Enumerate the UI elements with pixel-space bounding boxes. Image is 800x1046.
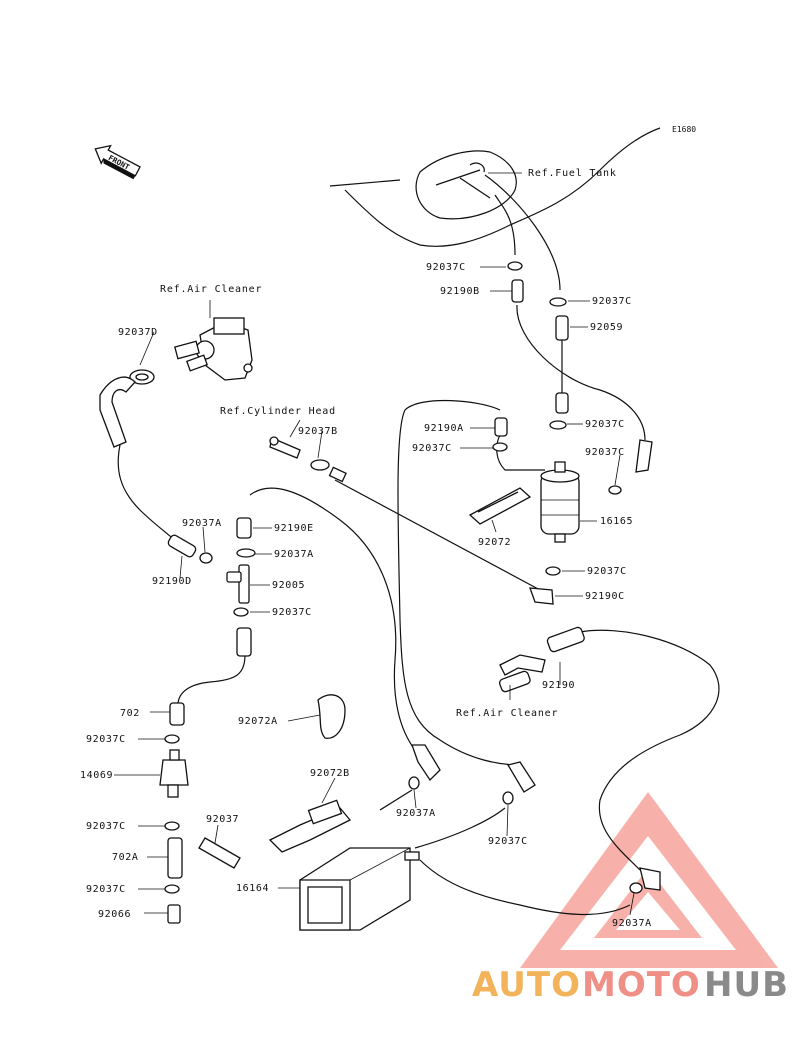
part-label: 92059 bbox=[590, 322, 623, 333]
tube-92190b bbox=[511, 279, 524, 303]
part-label: 702 bbox=[120, 708, 140, 719]
tube-702 bbox=[169, 702, 185, 726]
part-label: 92037C bbox=[585, 419, 625, 430]
tube-92190a bbox=[494, 417, 508, 437]
part-label: 92037C bbox=[412, 443, 452, 454]
watermark-part-auto: AUTO bbox=[472, 965, 581, 1005]
part-label: 92190 bbox=[542, 680, 575, 691]
elbow-92037c-right bbox=[506, 761, 536, 793]
tube-lower-mid bbox=[236, 627, 252, 657]
part-label: 92037B bbox=[298, 426, 338, 437]
clamp-bottom-right bbox=[629, 882, 643, 894]
air-cleaner-lower-fitting bbox=[498, 626, 585, 693]
part-label: 92190E bbox=[274, 523, 314, 534]
clamp-702-bottom bbox=[164, 734, 180, 744]
ref-fuel-tank-label: Ref.Fuel Tank bbox=[528, 168, 617, 179]
hose-92190d bbox=[167, 534, 197, 558]
hose-elbow-right bbox=[635, 439, 653, 473]
clamp-92037c-mid bbox=[233, 607, 249, 617]
part-label: 702A bbox=[112, 852, 138, 863]
part-label: 92190B bbox=[440, 286, 480, 297]
ref-air-cleaner-top-label: Ref.Air Cleaner bbox=[160, 284, 262, 295]
watermark-part-hub: HUB bbox=[704, 965, 789, 1005]
part-label: 92072A bbox=[238, 716, 278, 727]
part-label: 92037C bbox=[86, 734, 126, 745]
t-joint-92005 bbox=[226, 564, 250, 604]
clamp-top-right bbox=[549, 297, 567, 307]
filter-14069 bbox=[159, 749, 189, 798]
canister-16164 bbox=[299, 847, 420, 931]
ref-cylinder-head-label: Ref.Cylinder Head bbox=[220, 406, 336, 417]
watermark-part-moto: MOTO bbox=[582, 965, 701, 1005]
plug-92066 bbox=[167, 904, 181, 924]
clamp-filter-bottom bbox=[545, 566, 561, 576]
clamp-center-92037a bbox=[408, 776, 420, 790]
hose-92190c bbox=[529, 587, 554, 605]
tube-92059 bbox=[555, 315, 569, 341]
part-label: 92072B bbox=[310, 768, 350, 779]
part-label: 92037D bbox=[118, 327, 158, 338]
part-label: 92037C bbox=[86, 884, 126, 895]
clamp-center-92037c bbox=[502, 791, 514, 805]
part-label: 92190C bbox=[585, 591, 625, 602]
air-cleaner-assembly bbox=[174, 317, 253, 381]
tube-702a bbox=[167, 837, 183, 879]
hose-elbow-left bbox=[99, 376, 136, 448]
elbow-92037a-center bbox=[411, 744, 441, 782]
filter-16165 bbox=[540, 461, 580, 543]
part-label: 92190D bbox=[152, 576, 192, 587]
part-label: 92037C bbox=[86, 821, 126, 832]
part-label: 92037C bbox=[426, 262, 466, 273]
clamp-right-92037c bbox=[608, 485, 622, 495]
part-label: 92037C bbox=[272, 607, 312, 618]
part-label: 92037 bbox=[206, 814, 239, 825]
hose-lines bbox=[117, 174, 720, 916]
bracket-92072b bbox=[268, 799, 352, 853]
part-label: 92037A bbox=[612, 918, 652, 929]
cylinder-head-fitting bbox=[269, 436, 347, 483]
part-label: 92037C bbox=[587, 566, 627, 577]
part-label: 14069 bbox=[80, 770, 113, 781]
part-label: 92037A bbox=[396, 808, 436, 819]
front-arrow-icon: FRONT bbox=[94, 144, 141, 180]
part-label: 92037C bbox=[585, 447, 625, 458]
part-label: 92072 bbox=[478, 537, 511, 548]
clamp-92037a-left bbox=[199, 552, 213, 564]
tube-92190e bbox=[236, 517, 252, 539]
part-label: 92005 bbox=[272, 580, 305, 591]
part-label: 92037C bbox=[592, 296, 632, 307]
band-92072a bbox=[317, 694, 346, 739]
clamp-14069-bottom bbox=[164, 821, 180, 831]
ref-air-cleaner-bottom-label: Ref.Air Cleaner bbox=[456, 708, 558, 719]
clamp-92037a-upper bbox=[236, 548, 256, 558]
bracket-92072 bbox=[468, 487, 532, 525]
fuel-tank-outline bbox=[329, 127, 661, 247]
part-label: 92037A bbox=[182, 518, 222, 529]
diagram-code: E1680 bbox=[672, 125, 696, 134]
part-label: 92037A bbox=[274, 549, 314, 560]
part-label: 16164 bbox=[236, 883, 269, 894]
part-label: 92190A bbox=[424, 423, 464, 434]
tube-middle bbox=[555, 392, 569, 414]
clamp-92190a bbox=[492, 442, 508, 452]
part-label: 92037C bbox=[488, 836, 528, 847]
leader-lines bbox=[114, 172, 635, 916]
clamp-middle bbox=[549, 420, 567, 430]
clamp-92037d bbox=[129, 369, 155, 385]
clamp-top-left bbox=[507, 261, 523, 271]
part-label: 16165 bbox=[600, 516, 633, 527]
watermark-text: AUTO MOTO HUB bbox=[472, 965, 789, 1005]
elbow-bottom-right bbox=[639, 867, 661, 891]
strap-92037 bbox=[198, 837, 241, 869]
clamp-702a-bottom bbox=[164, 884, 180, 894]
part-label: 92066 bbox=[98, 909, 131, 920]
